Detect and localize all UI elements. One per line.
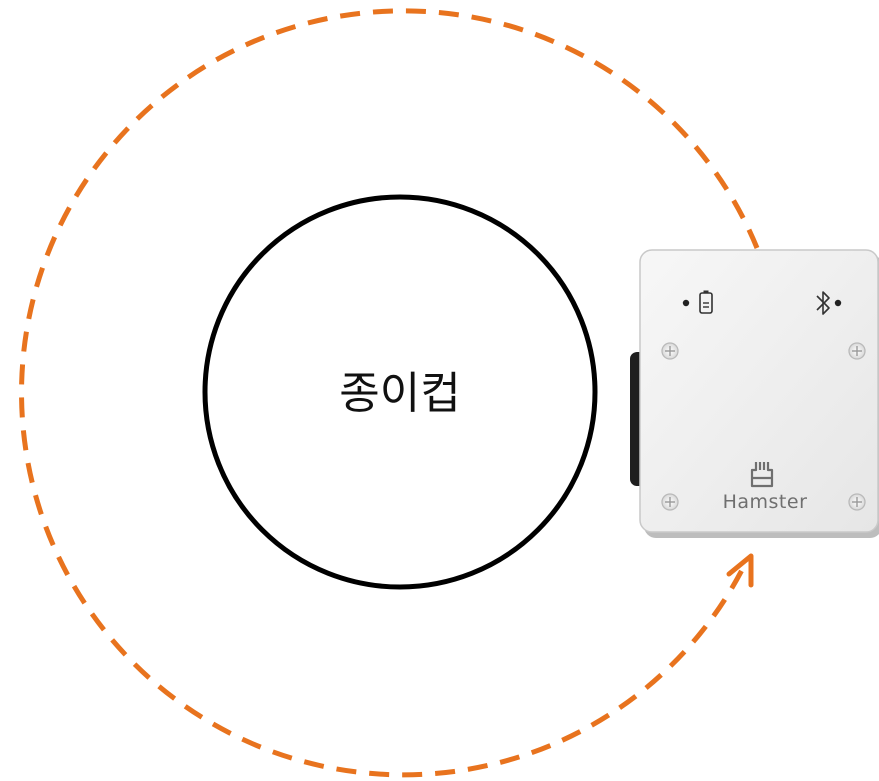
screw-icon bbox=[661, 342, 679, 360]
paper-cup-label: 종이컵 bbox=[339, 368, 460, 419]
robot-body bbox=[639, 249, 879, 533]
hamster-logo-icon bbox=[750, 462, 774, 488]
hamster-robot: Hamster bbox=[630, 249, 879, 538]
dashed-path-arc bbox=[19, 8, 760, 778]
battery-icon bbox=[682, 290, 713, 314]
screw-icon bbox=[848, 342, 866, 360]
path-arrow-head bbox=[726, 553, 754, 588]
screw-icon bbox=[661, 493, 679, 511]
paper-cup-circle bbox=[202, 194, 598, 590]
bluetooth-icon bbox=[816, 291, 842, 315]
screw-icon bbox=[848, 493, 866, 511]
robot-brand-label: Hamster bbox=[723, 491, 808, 513]
